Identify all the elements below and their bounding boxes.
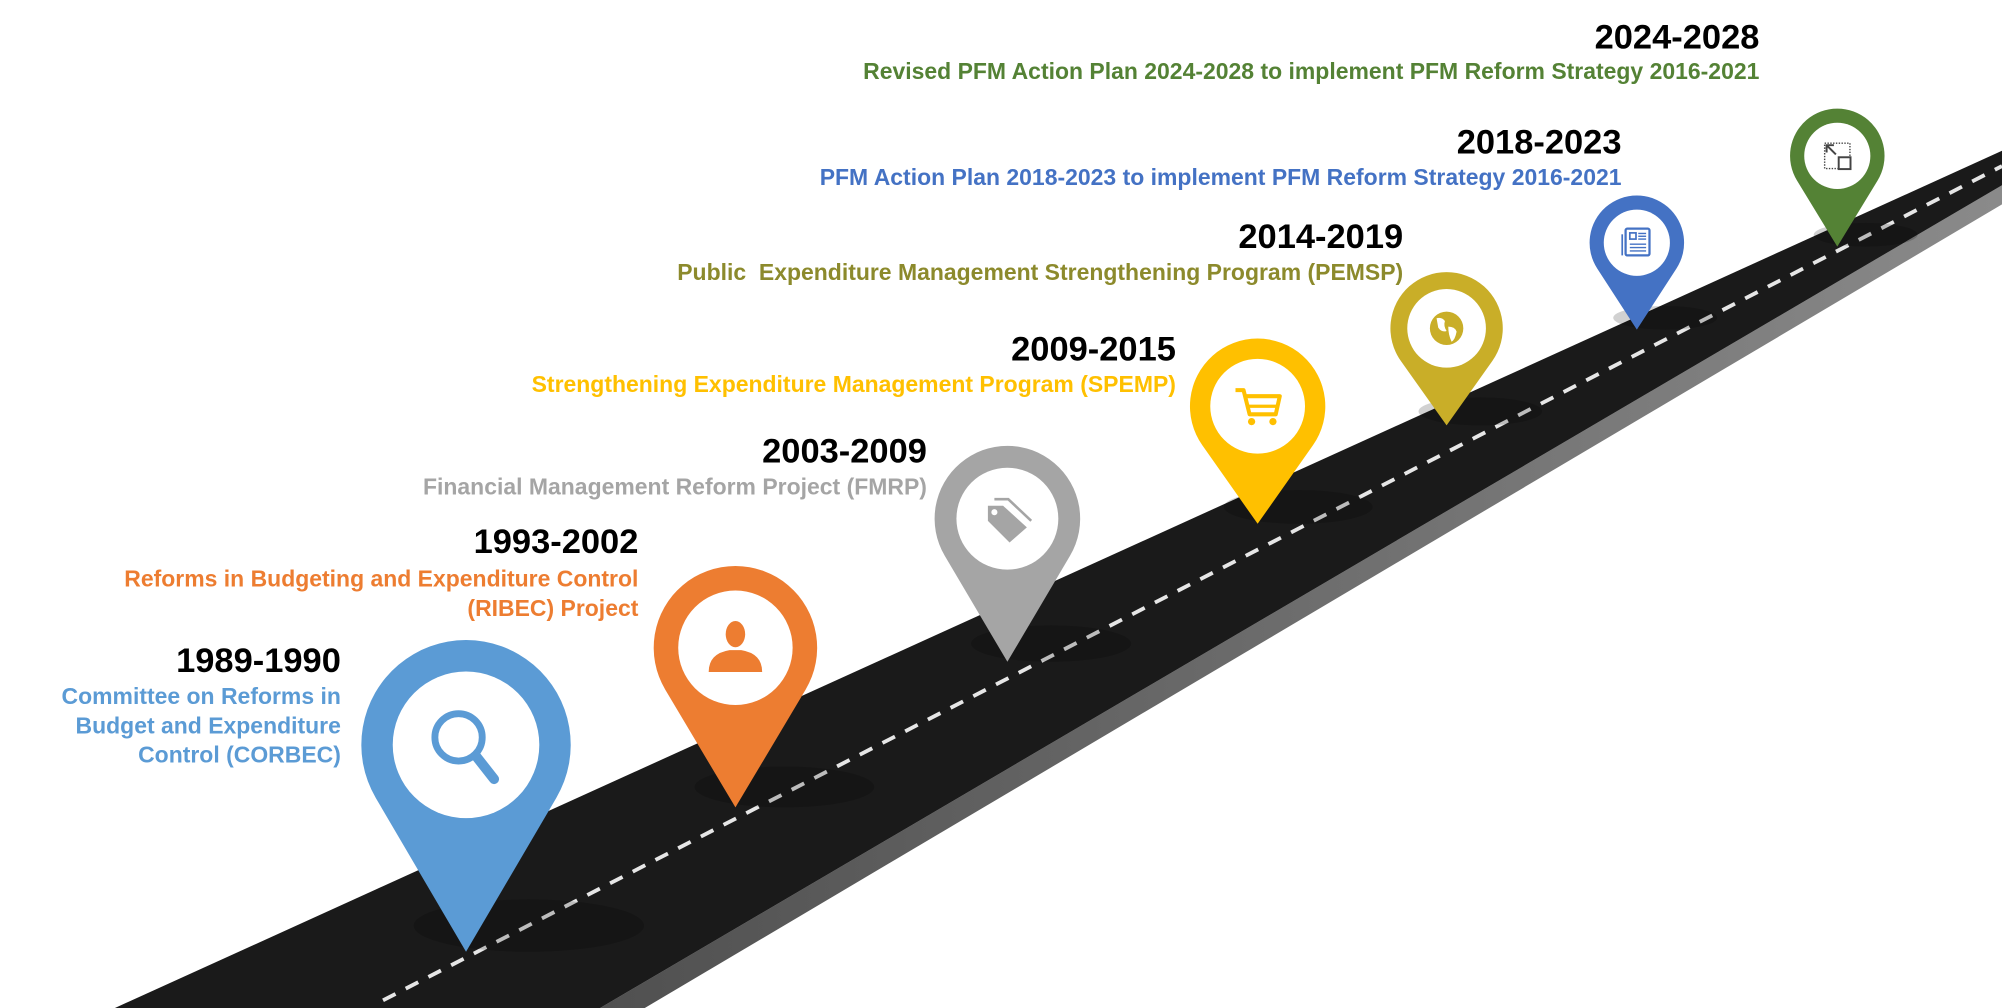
globe-icon [1429,311,1464,346]
pin-icon-background [1603,209,1670,276]
period-label: 2014-2019 [1238,218,1403,256]
period-label: 1993-2002 [474,523,639,561]
milestone-description: Revised PFM Action Plan 2024-2028 to imp… [863,58,1759,84]
milestone-description: Control (CORBEC) [138,742,341,768]
milestone-pin [1390,272,1543,426]
person-icon [708,620,763,673]
milestone-description: Strengthening Expenditure Management Pro… [532,371,1176,397]
shopping-cart-icon [1235,388,1282,426]
milestone-description: PFM Action Plan 2018-2023 to implement P… [820,164,1622,190]
milestone-description: (RIBEC) Project [467,595,638,621]
milestone-pin [934,445,1132,662]
milestone-description: Reforms in Budgeting and Expenditure Con… [124,565,638,591]
period-label: 2024-2028 [1595,19,1760,57]
period-label: 2009-2015 [1011,330,1176,368]
pin-icon-background [678,590,793,705]
search-icon [431,710,500,785]
milestone-pin [1189,338,1373,524]
milestone-pin [361,640,645,952]
road-side [600,185,2002,1008]
period-label: 2018-2023 [1457,123,1622,161]
milestone-description: Public Expenditure Management Strengthen… [677,259,1403,285]
milestone-description: Financial Management Reform Project (FMR… [423,473,927,499]
milestone-pin [1790,108,1918,247]
lane-marking [382,164,2002,1003]
milestone-description: Budget and Expenditure [76,712,341,738]
pin-icon-background [1804,122,1871,189]
milestone-labels: 1989-1990 Committee on Reforms in Budget… [62,19,1760,768]
period-label: 1989-1990 [176,642,341,680]
milestone-description: Committee on Reforms in [62,683,341,709]
newspaper-icon [1621,227,1651,257]
resize-icon [1823,142,1852,171]
milestone-pin [1589,195,1718,330]
milestone-pins [361,108,1918,952]
tag-icon [987,497,1033,543]
pin-icon-background [392,671,540,819]
period-label: 2003-2009 [762,432,927,470]
milestone-pin [653,565,875,808]
